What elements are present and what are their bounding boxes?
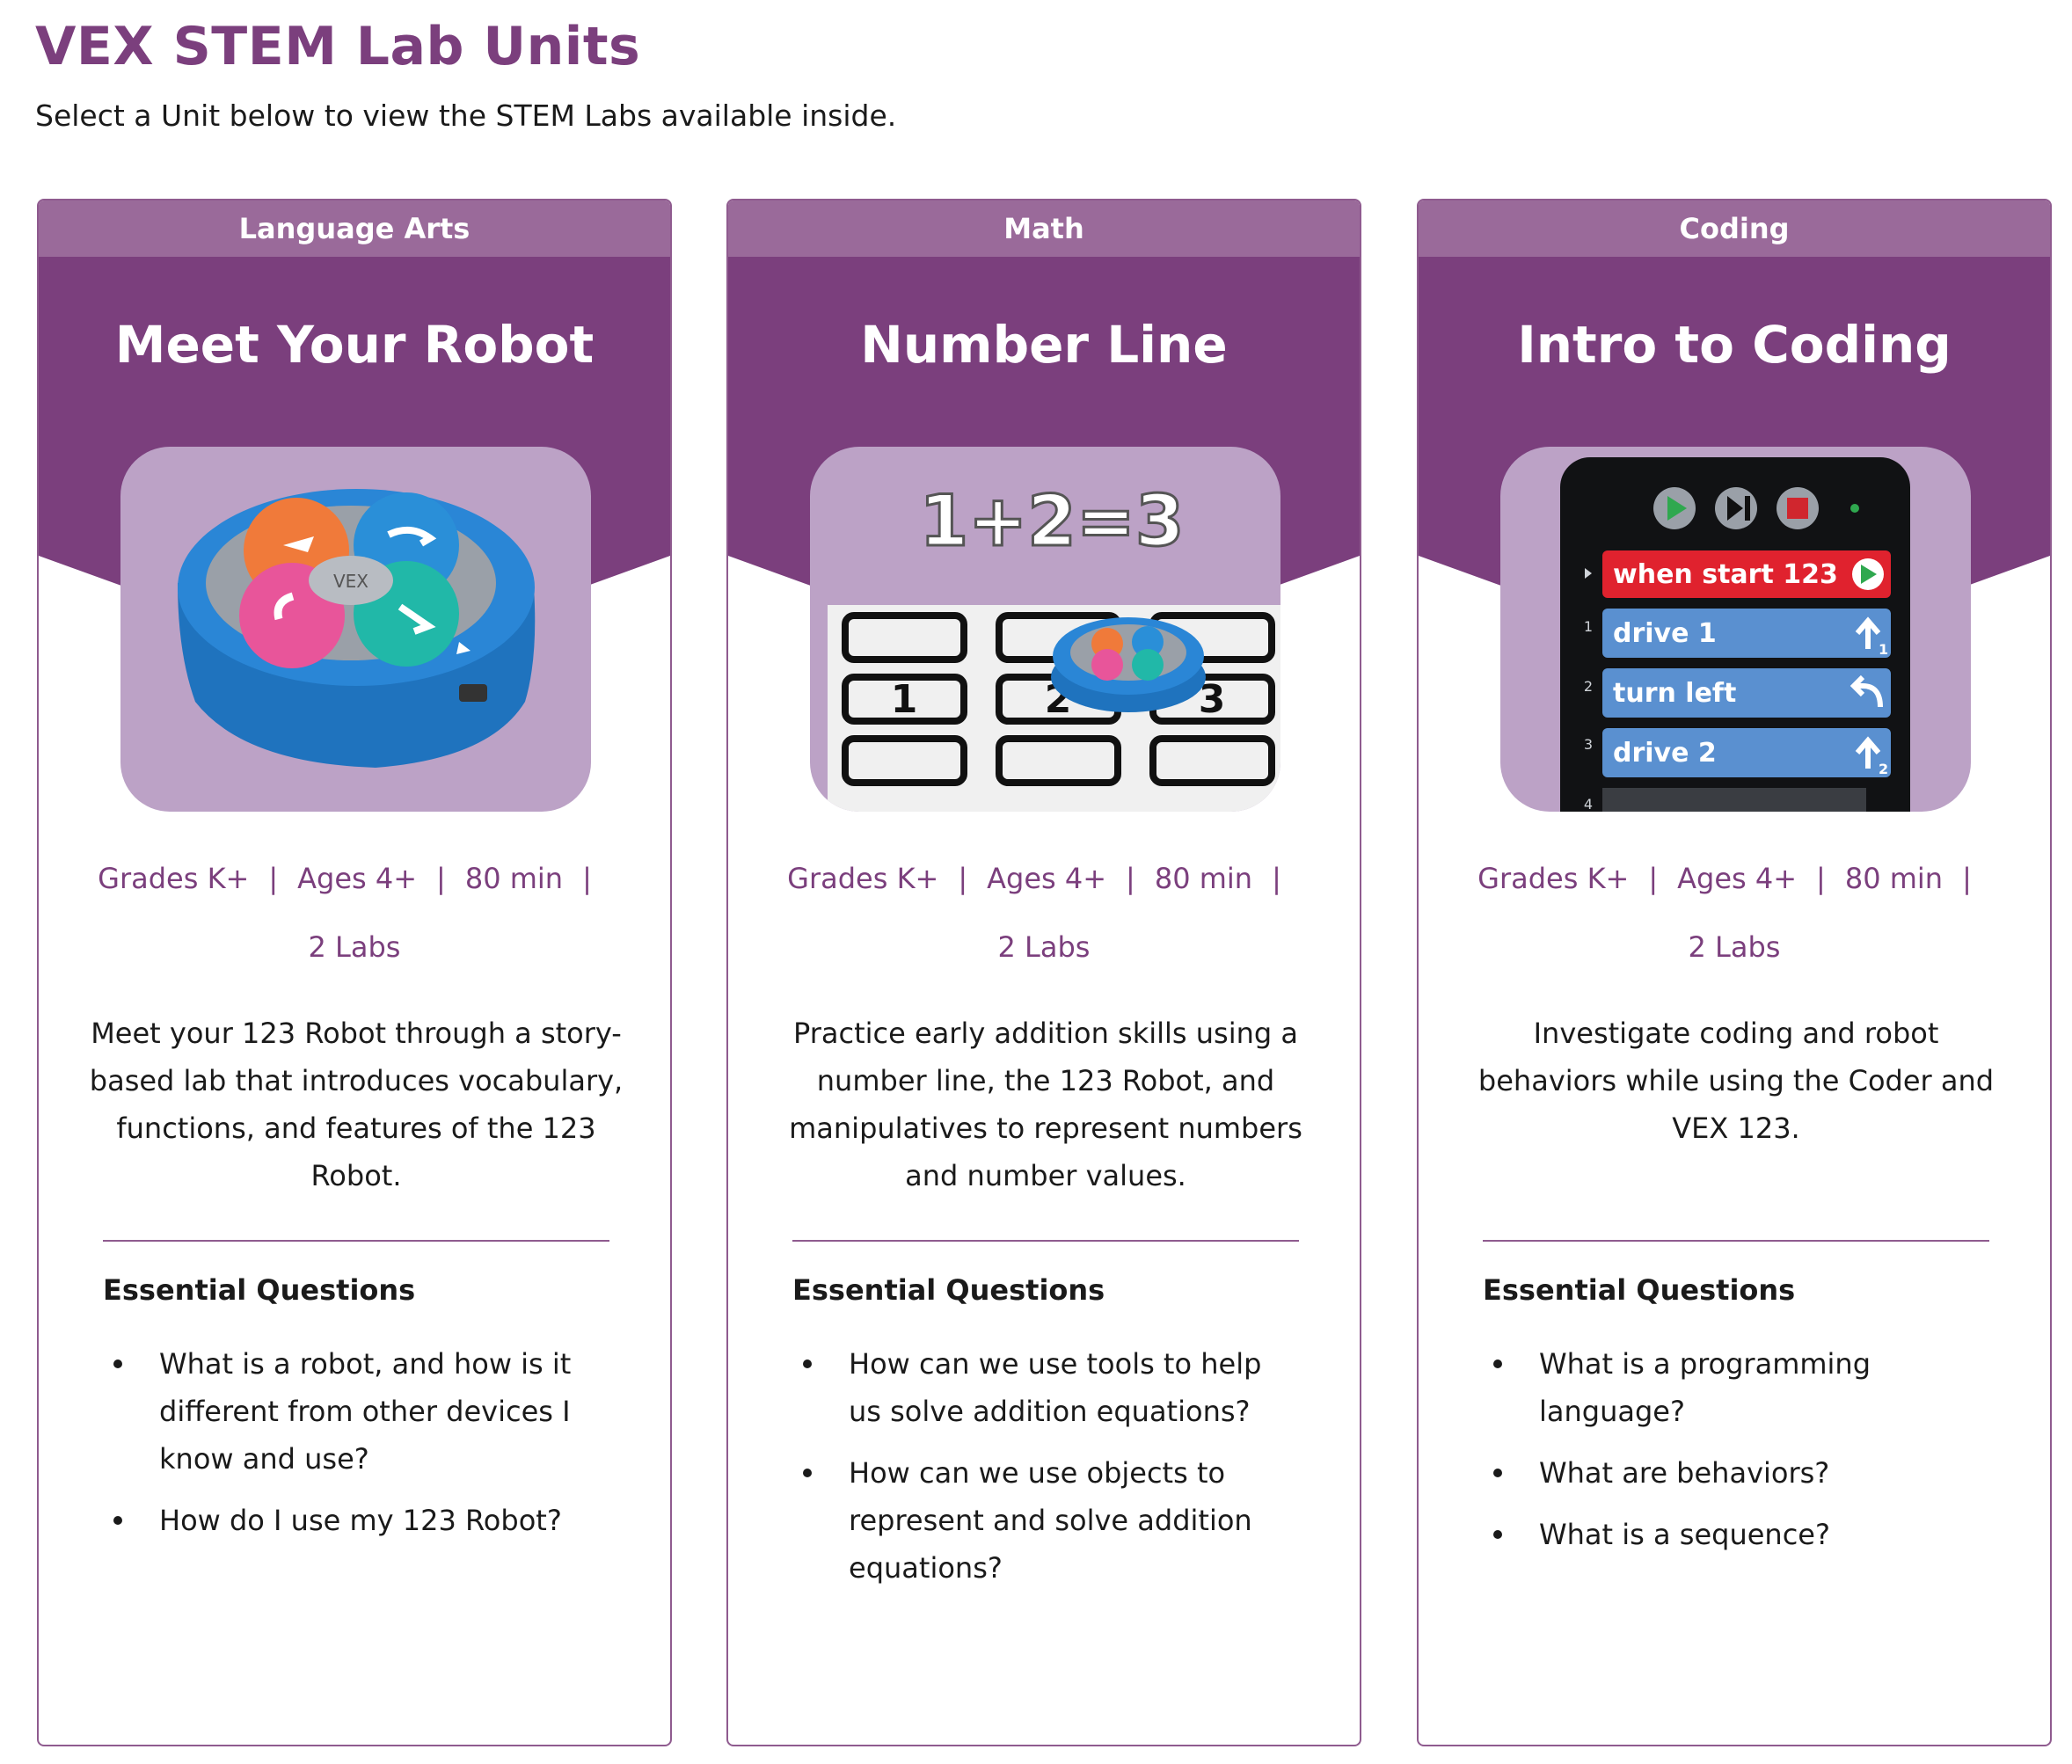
meta-separator: | xyxy=(1126,862,1135,895)
code-block xyxy=(1602,728,1891,777)
grades-label: Grades K+ xyxy=(1477,862,1630,895)
unit-card-number-line[interactable]: Math Number Line 1+2=3 1 xyxy=(726,199,1361,1746)
question-item: How can we use tools to help us solve ad… xyxy=(792,1340,1285,1435)
question-item: What is a robot, and how is it different… xyxy=(103,1340,595,1483)
meta-separator: | xyxy=(436,862,446,895)
essential-questions-heading: Essential Questions xyxy=(1483,1273,1796,1307)
unit-title[interactable]: Number Line xyxy=(860,315,1228,375)
question-item: What are behaviors? xyxy=(1483,1449,1975,1497)
unit-image-robot[interactable]: VEX xyxy=(120,447,591,812)
question-item: What is a sequence? xyxy=(1483,1511,1975,1558)
meta-separator: | xyxy=(1648,862,1659,895)
essential-questions-heading: Essential Questions xyxy=(103,1273,416,1307)
start-icon xyxy=(1861,565,1877,584)
essential-questions-list: How can we use tools to help us solve ad… xyxy=(792,1340,1285,1606)
meta-separator: | xyxy=(268,862,279,895)
essential-questions-list: What is a robot, and how is it different… xyxy=(103,1340,595,1558)
step-icon xyxy=(1727,496,1743,521)
line-number: 4 xyxy=(1584,796,1593,812)
ages-label: Ages 4+ xyxy=(1677,862,1798,895)
robot-illustration: VEX xyxy=(178,489,536,768)
unit-subject: Language Arts xyxy=(39,200,670,257)
line-number: 2 xyxy=(1584,678,1593,695)
unit-card-intro-to-coding[interactable]: Coding Intro to Coding 1 2 3 xyxy=(1417,199,2052,1746)
unit-meta: Grades K+ | Ages 4+ | 80 min | xyxy=(39,862,670,895)
labs-count: 2 Labs xyxy=(308,930,401,964)
duration-label: 80 min xyxy=(464,862,564,895)
section-divider xyxy=(792,1240,1299,1242)
unit-subject: Math xyxy=(728,200,1360,257)
labs-count: 2 Labs xyxy=(997,930,1091,964)
coder-illustration: 1 2 3 4 when start 123 drive 1 1 turn le… xyxy=(1560,457,1910,812)
meta-separator: | xyxy=(582,862,592,895)
turn-left-icon xyxy=(1849,674,1883,708)
play-icon xyxy=(1667,496,1687,521)
unit-subject: Coding xyxy=(1419,200,2050,257)
question-item: How do I use my 123 Robot? xyxy=(103,1497,595,1544)
labs-count: 2 Labs xyxy=(1688,930,1781,964)
grades-label: Grades K+ xyxy=(98,862,250,895)
page-subtitle: Select a Unit below to view the STEM Lab… xyxy=(35,98,897,133)
question-item: What is a programming language? xyxy=(1483,1340,1975,1435)
code-block-start xyxy=(1602,550,1891,598)
meta-separator: | xyxy=(1272,862,1281,895)
code-block-label: drive 2 xyxy=(1613,738,1717,769)
code-block xyxy=(1602,609,1891,658)
svg-text:VEX: VEX xyxy=(333,571,368,592)
equation-label: 1+2=3 xyxy=(919,480,1184,562)
line-number: 1 xyxy=(1584,618,1593,635)
page-title: VEX STEM Lab Units xyxy=(35,16,641,77)
unit-meta: Grades K+ | Ages 4+ | 80 min | xyxy=(728,862,1360,895)
essential-questions-list: What is a programming language? What are… xyxy=(1483,1340,1975,1572)
code-block-label: when start 123 xyxy=(1613,559,1838,590)
essential-questions-heading: Essential Questions xyxy=(792,1273,1105,1307)
unit-meta: Grades K+ | Ages 4+ | 80 min | xyxy=(1419,862,2050,895)
code-block xyxy=(1602,668,1891,718)
unit-image-number-line[interactable]: 1+2=3 1 2 3 xyxy=(810,447,1280,812)
unit-title[interactable]: Intro to Coding xyxy=(1517,315,1952,375)
unit-image-coder[interactable]: 1 2 3 4 when start 123 drive 1 1 turn le… xyxy=(1500,447,1971,812)
duration-label: 80 min xyxy=(1844,862,1944,895)
unit-title[interactable]: Meet Your Robot xyxy=(114,315,595,375)
section-divider xyxy=(103,1240,609,1242)
code-block-label: drive 1 xyxy=(1613,618,1717,649)
stop-icon xyxy=(1787,498,1808,519)
code-block-label: turn left xyxy=(1613,678,1736,709)
tile-label: 1 xyxy=(891,677,918,722)
meta-separator: | xyxy=(1816,862,1826,895)
number-line-illustration: 1+2=3 1 2 3 xyxy=(828,479,1280,812)
question-item: How can we use objects to represent and … xyxy=(792,1449,1285,1592)
unit-card-meet-your-robot[interactable]: Language Arts Meet Your Robot VEX xyxy=(37,199,672,1746)
grades-label: Grades K+ xyxy=(787,862,939,895)
unit-description: Practice early addition skills using a n… xyxy=(789,1017,1302,1192)
meta-separator: | xyxy=(1962,862,1972,895)
line-number: 3 xyxy=(1584,736,1593,753)
unit-description: Meet your 123 Robot through a story-base… xyxy=(89,1017,624,1192)
arrow-up-icon xyxy=(1855,736,1881,769)
ages-label: Ages 4+ xyxy=(987,862,1107,895)
unit-description: Investigate coding and robot behaviors w… xyxy=(1477,1017,1995,1145)
ages-label: Ages 4+ xyxy=(297,862,418,895)
drive-badge: 2 xyxy=(1879,761,1888,777)
meta-separator: | xyxy=(958,862,968,895)
drive-badge: 1 xyxy=(1879,641,1888,658)
arrow-up-icon xyxy=(1855,616,1881,649)
section-divider xyxy=(1483,1240,1989,1242)
duration-label: 80 min xyxy=(1154,862,1253,895)
